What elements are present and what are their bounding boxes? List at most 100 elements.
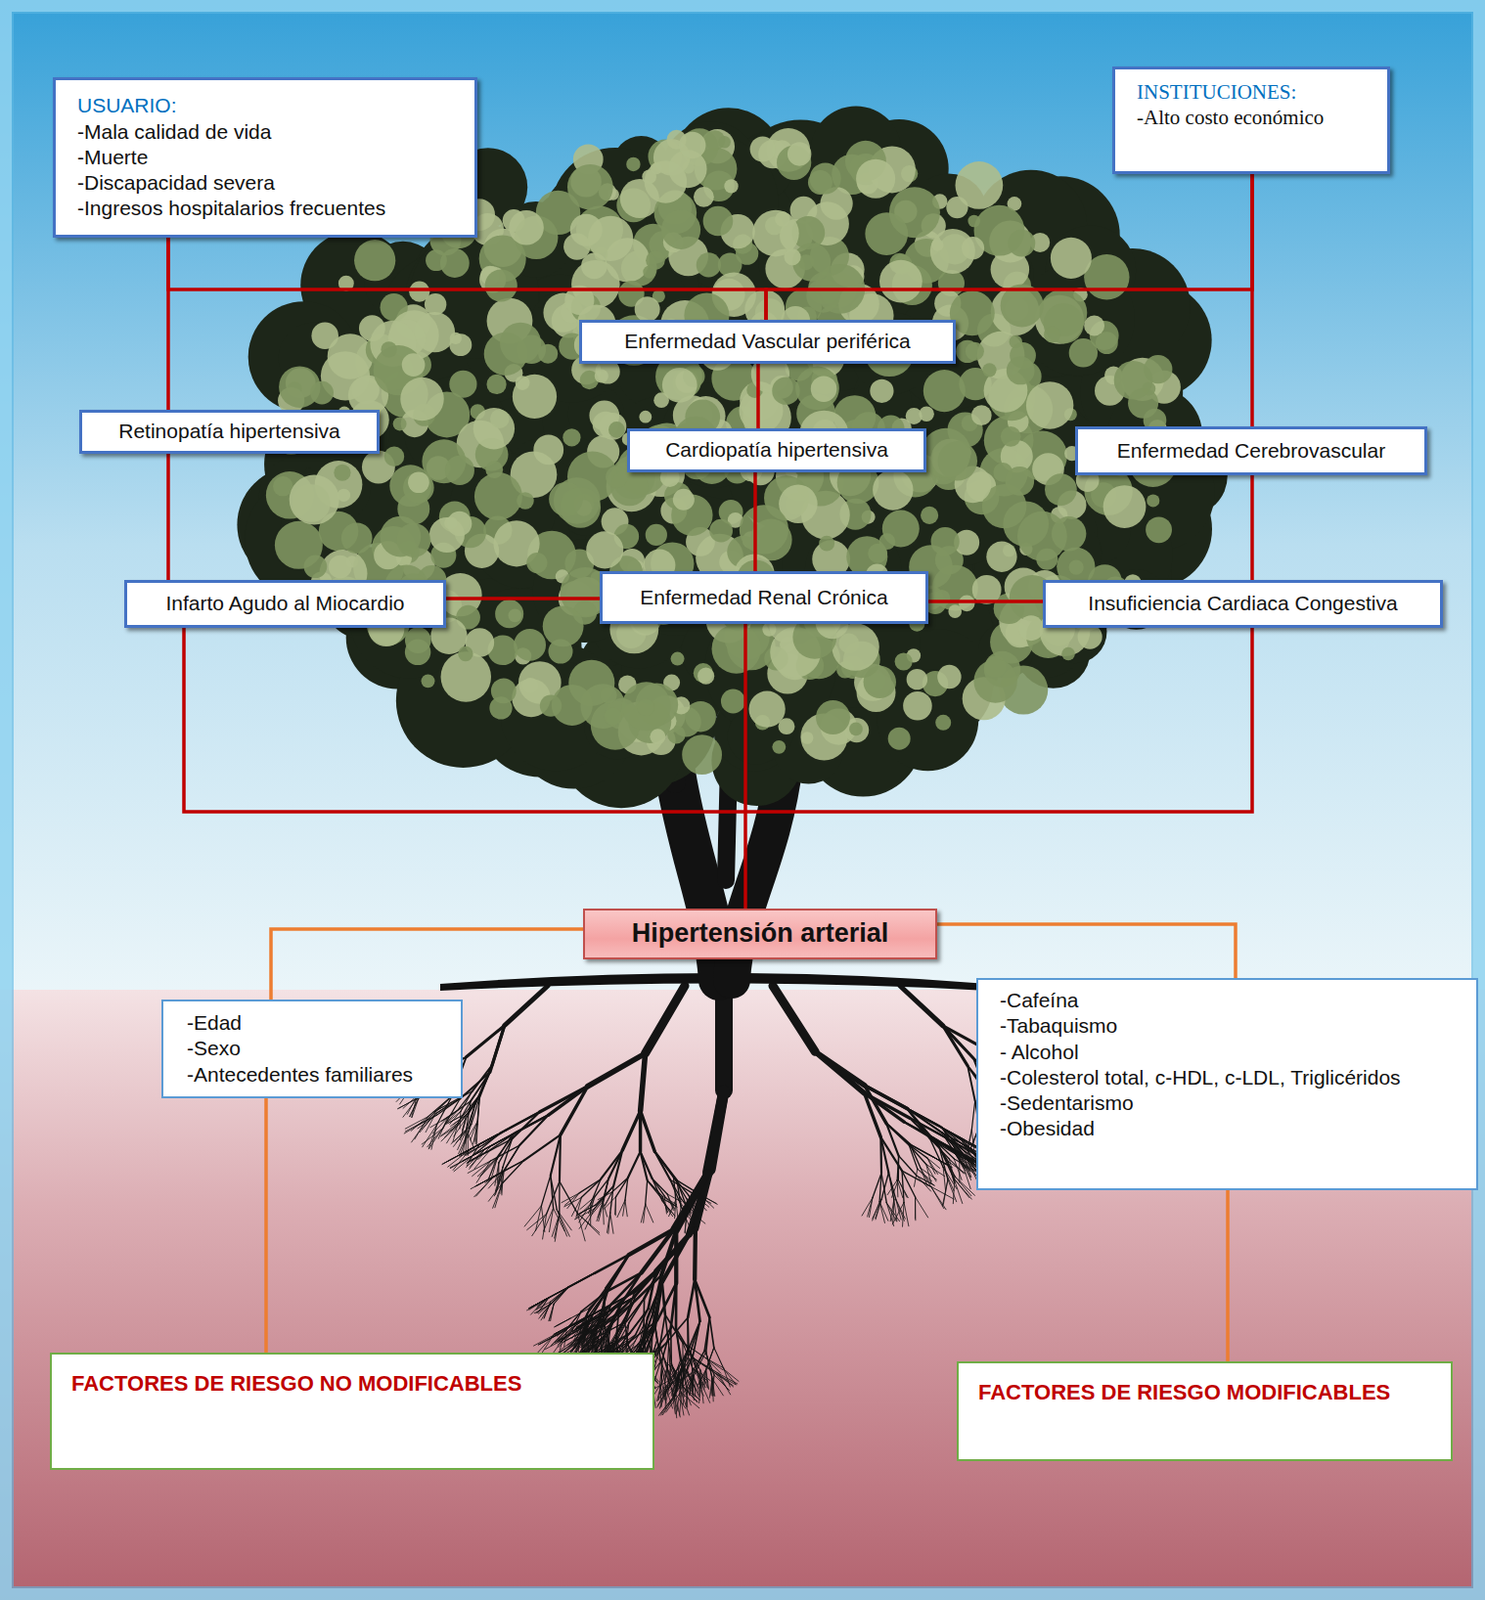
root-line: [437, 1095, 453, 1125]
root-line: [901, 1170, 916, 1198]
root-line: [571, 1331, 588, 1351]
root-line: [456, 1104, 475, 1126]
root-line: [617, 1200, 626, 1217]
tree: [236, 105, 1227, 1418]
root-line: [569, 1315, 590, 1327]
root-line: [691, 1381, 700, 1396]
root-line: [596, 1204, 603, 1222]
root-line: [953, 1153, 970, 1168]
root-line: [892, 1202, 904, 1225]
root-line: [532, 1299, 547, 1307]
root-line: [576, 1335, 585, 1350]
root-line: [483, 1130, 506, 1146]
root-line: [680, 1360, 692, 1382]
root-line: [879, 1173, 882, 1203]
root-line: [550, 1287, 569, 1303]
root-line: [443, 1099, 461, 1129]
root-line: [637, 1320, 658, 1345]
sky-ground: [0, 0, 1485, 990]
root-line: [693, 1358, 719, 1374]
root-line: [900, 986, 944, 1027]
root-line: [549, 1304, 555, 1321]
root-line: [616, 1306, 620, 1340]
root-line: [814, 1051, 864, 1093]
root-line: [967, 1129, 972, 1153]
root-line: [701, 1383, 711, 1403]
root-line: [661, 1198, 677, 1208]
root-line: [683, 1388, 700, 1400]
root-line: [590, 1179, 601, 1205]
root-line: [547, 1086, 587, 1117]
root-line: [947, 1179, 957, 1203]
root-line: [661, 1395, 676, 1416]
root-line: [913, 1169, 917, 1187]
root-line: [907, 1109, 941, 1127]
root-line: [466, 1101, 472, 1130]
root-line: [663, 1368, 667, 1390]
root-line: [662, 1395, 675, 1416]
root-line: [477, 1097, 480, 1123]
root-line: [640, 1151, 648, 1181]
root-line: [544, 1288, 568, 1301]
root-line: [640, 1204, 645, 1223]
root-line: [930, 1138, 950, 1160]
root-line: [467, 1133, 469, 1157]
root-line: [428, 1125, 437, 1149]
root-line: [920, 1168, 931, 1185]
root-line: [587, 1053, 646, 1087]
root-line: [657, 1383, 663, 1402]
foliage-blob: [396, 633, 531, 768]
root-line: [554, 1318, 571, 1328]
root-line: [772, 986, 815, 1052]
root-line: [868, 1198, 872, 1218]
root-line: [705, 1358, 720, 1375]
root-line: [686, 1387, 688, 1408]
root-line: [421, 1128, 444, 1145]
root-line: [674, 1365, 682, 1396]
root-line: [561, 1193, 580, 1204]
root-line: [920, 1168, 937, 1180]
root-line: [906, 1108, 938, 1125]
root-line: [589, 1204, 591, 1226]
root-line: [531, 1300, 545, 1315]
root-line: [906, 1108, 930, 1139]
frame: [5, 5, 1480, 1595]
root-line: [575, 1204, 590, 1219]
root-line: [463, 1129, 467, 1153]
root-line: [652, 1178, 669, 1195]
root-line: [628, 1151, 641, 1178]
root-line: [606, 1213, 610, 1233]
root-line: [466, 1149, 486, 1168]
root-line: [659, 1382, 673, 1395]
root-line: [641, 1229, 675, 1273]
root-line: [512, 1115, 549, 1135]
root-line: [556, 1326, 570, 1338]
root-line: [543, 1208, 554, 1232]
root-line: [640, 1111, 656, 1153]
root-line: [428, 1128, 443, 1150]
root-line: [629, 1299, 645, 1324]
root-line: [937, 1125, 962, 1141]
root-line: [622, 1111, 640, 1151]
root-line: [915, 1197, 929, 1218]
root-line: [688, 1195, 701, 1211]
root-line: [886, 1124, 910, 1145]
root-line: [914, 1197, 916, 1221]
root-line: [567, 1193, 580, 1210]
root-line: [564, 1329, 568, 1348]
root-line: [474, 1122, 478, 1142]
root-line: [615, 1197, 617, 1216]
root-line: [704, 1317, 710, 1351]
root-line: [558, 1181, 560, 1215]
root-line: [666, 1394, 680, 1413]
root-line: [554, 1318, 571, 1328]
root-line: [531, 1299, 547, 1308]
root-line: [699, 1194, 718, 1205]
root-line: [505, 1112, 540, 1131]
root-line: [542, 1214, 547, 1240]
root-line: [675, 1328, 681, 1361]
root-line: [548, 1208, 553, 1232]
root-line: [501, 1171, 504, 1196]
root-line: [657, 1389, 668, 1408]
root-line: [954, 1176, 972, 1197]
